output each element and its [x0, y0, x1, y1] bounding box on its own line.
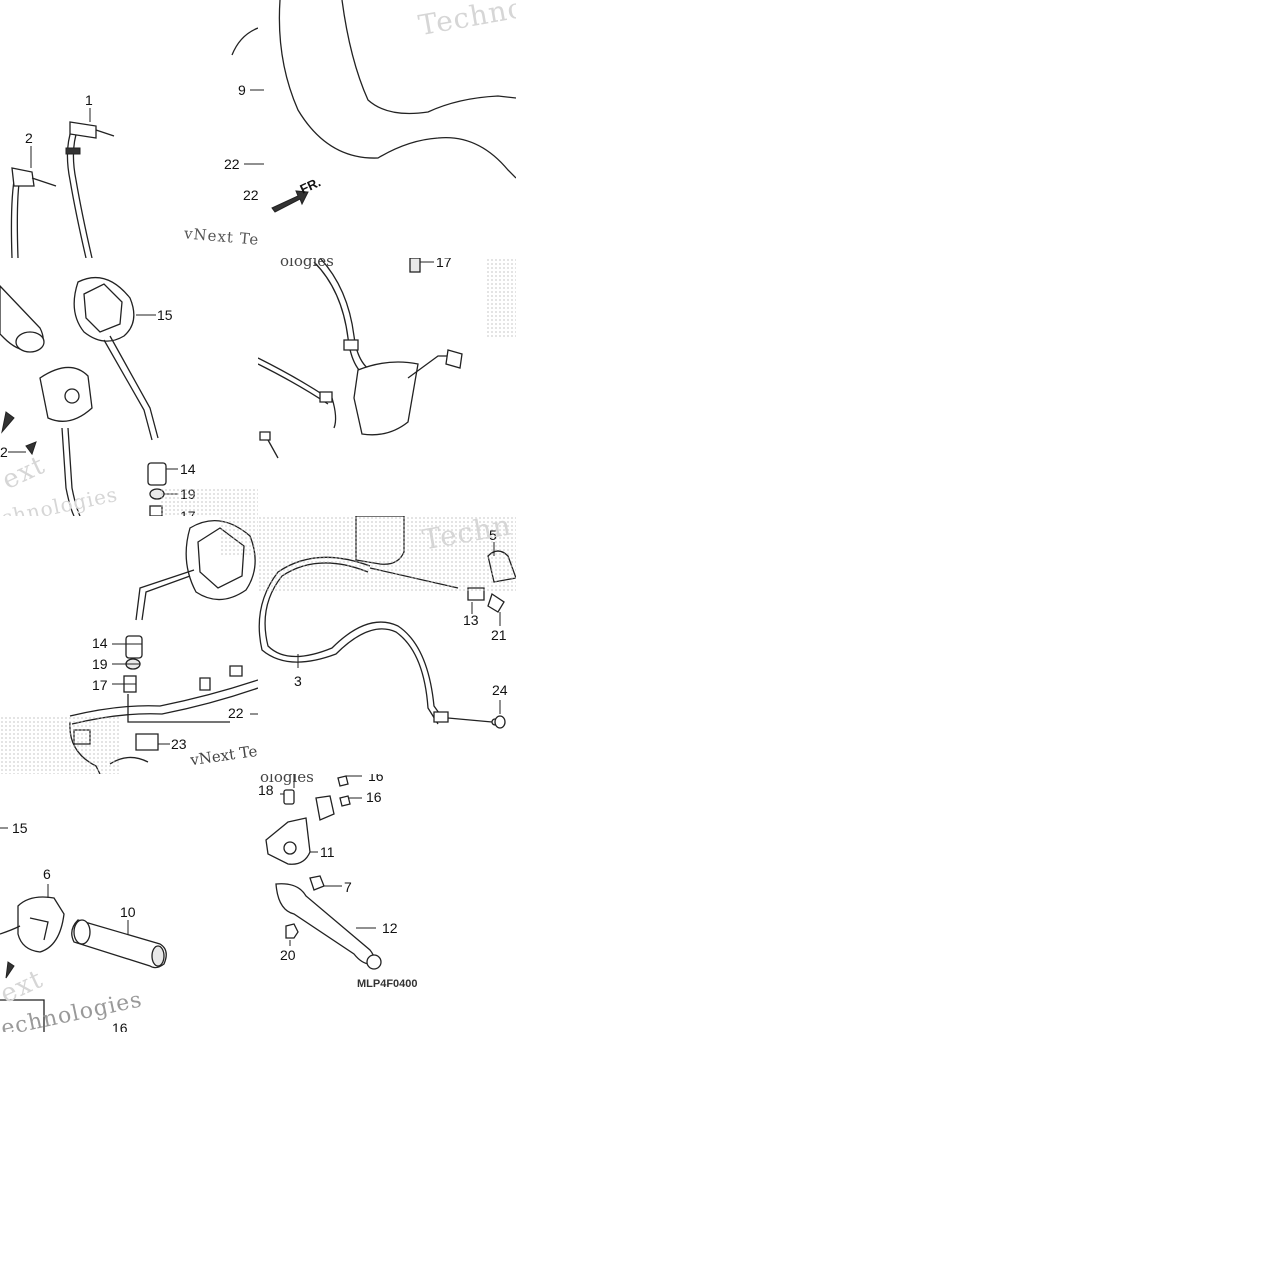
callout-2: 2 [25, 130, 33, 146]
callout-17c: 17 [92, 677, 108, 693]
cable-routing-drawing [258, 0, 516, 213]
bracket-drawing [258, 258, 463, 459]
lever-holder-drawing [265, 774, 382, 970]
callout-12: 12 [382, 920, 398, 936]
tile-cable-3: 5 13 21 3 24 Techn [258, 516, 516, 774]
callout-14b: 14 [92, 635, 108, 651]
callout-7: 7 [344, 879, 352, 895]
tile-cables-top-middle: FR. Techno FR. [258, 0, 516, 258]
callout-16c: 16 [368, 774, 384, 784]
tile-cables-top-left: 1 2 9 22 22 vNext Tec [0, 0, 258, 258]
callout-22b: 22 [243, 187, 258, 203]
callout-20: 20 [280, 947, 296, 963]
forward-arrow-icon [271, 190, 309, 213]
callout-5: 5 [489, 527, 497, 543]
watermark: ologies [280, 258, 334, 270]
tile-switch-grip: 15 6 10 16 ext echnologies [0, 774, 258, 1032]
mirror-switch-drawing [0, 276, 178, 516]
callout-17b: 17 [436, 258, 452, 270]
callout-22c: 22 [228, 705, 244, 721]
callout-16b: 16 [112, 1020, 128, 1032]
callout-3: 3 [294, 673, 302, 689]
callout-19b: 19 [92, 656, 108, 672]
callout-13: 13 [463, 612, 479, 628]
callout-22a: 22 [224, 156, 240, 172]
callout-18: 18 [258, 782, 274, 798]
callout-2b: 2 [0, 444, 8, 460]
watermark: ologies [260, 774, 314, 786]
callout-6: 6 [43, 866, 51, 882]
tile-mirror-switch-left: 15 14 19 17 2 ext chnologies [0, 258, 258, 516]
cables-drawing [10, 27, 258, 258]
callout-15b: 15 [12, 820, 28, 836]
diagram-code: MLP4F0400 [357, 978, 418, 990]
callout-24: 24 [492, 682, 508, 698]
tile-lever-bracket: 17 ologies [258, 258, 516, 516]
callout-21: 21 [491, 627, 507, 643]
callout-9: 9 [238, 82, 246, 98]
callout-15: 15 [157, 307, 173, 323]
callout-10: 10 [120, 904, 136, 920]
callout-1: 1 [85, 92, 93, 108]
callout-11: 11 [320, 844, 335, 860]
callout-14: 14 [180, 461, 196, 477]
switch-grip-drawing [0, 827, 167, 1032]
callout-23: 23 [171, 736, 187, 752]
callout-16d: 16 [366, 789, 382, 805]
tile-lever-holder: 16 16 18 11 7 12 20 ologies MLP4F0400 [258, 774, 516, 1032]
tile-mirror-harness: 14 19 17 22 23 vNext Tec [0, 516, 258, 774]
